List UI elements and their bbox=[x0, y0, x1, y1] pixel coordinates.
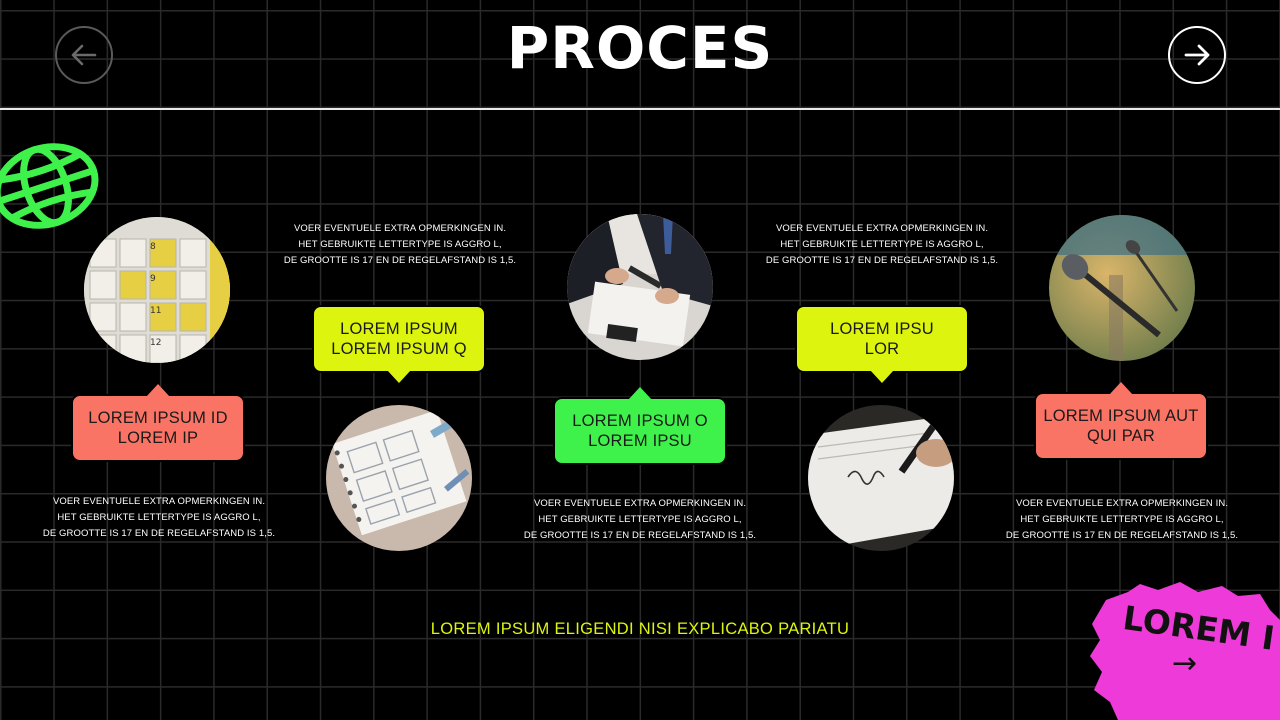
bubble-pointer bbox=[387, 370, 411, 383]
meeting-photo bbox=[567, 214, 713, 360]
step-5-label-line-1: LOREM IPSUM AUT bbox=[1043, 407, 1199, 425]
step-3-note: VOER EVENTUELE EXTRA OPMERKINGEN IN. HET… bbox=[523, 498, 757, 541]
calendar-photo: 8 9 11 12 bbox=[84, 217, 230, 363]
svg-text:9: 9 bbox=[150, 274, 156, 284]
step-5-note: VOER EVENTUELE EXTRA OPMERKINGEN IN. HET… bbox=[1005, 498, 1239, 541]
step-2-label-line-2: LOREM IPSUM Q bbox=[331, 340, 467, 358]
svg-text:12: 12 bbox=[150, 338, 161, 348]
step-4-label: LOREM IPSU LOR bbox=[795, 305, 969, 383]
globe-icon bbox=[0, 143, 99, 229]
svg-text:8: 8 bbox=[150, 242, 156, 252]
arrow-left-icon bbox=[71, 44, 97, 66]
next-slide-button[interactable] bbox=[1168, 26, 1226, 84]
step-4-note: VOER EVENTUELE EXTRA OPMERKINGEN IN. HET… bbox=[765, 223, 999, 266]
signing-photo bbox=[808, 405, 954, 551]
step-2-label-line-1: LOREM IPSUM bbox=[340, 320, 458, 338]
step-1-label: LOREM IPSUM ID LOREM IP bbox=[71, 384, 245, 462]
step-4-label-line-1: LOREM IPSU bbox=[830, 320, 934, 338]
step-4-label-line-2: LOR bbox=[864, 340, 900, 358]
page-title: PROCES bbox=[506, 14, 774, 82]
step-3-label-line-2: LOREM IPSU bbox=[588, 432, 692, 450]
step-5-label-line-2: QUI PAR bbox=[1086, 427, 1156, 445]
step-5-label: LOREM IPSUM AUT QUI PAR bbox=[1034, 382, 1208, 460]
bubble-pointer bbox=[870, 370, 894, 383]
step-3-label: LOREM IPSUM O LOREM IPSU bbox=[553, 387, 727, 465]
bubble-pointer bbox=[628, 387, 652, 400]
step-1-label-line-2: LOREM IP bbox=[117, 429, 199, 447]
sticker-arrow-icon: → bbox=[1172, 646, 1198, 681]
step-3-label-line-1: LOREM IPSUM O bbox=[572, 412, 708, 430]
footer-text: LOREM IPSUM ELIGENDI NISI EXPLICABO PARI… bbox=[430, 620, 850, 638]
previous-slide-button[interactable] bbox=[55, 26, 113, 84]
step-1-label-line-1: LOREM IPSUM ID bbox=[88, 409, 228, 427]
svg-text:11: 11 bbox=[150, 306, 161, 316]
step-2-note: VOER EVENTUELE EXTRA OPMERKINGEN IN. HET… bbox=[283, 223, 517, 266]
header-divider bbox=[0, 108, 1280, 110]
arrow-right-icon bbox=[1184, 44, 1210, 66]
sketchbook-photo bbox=[326, 405, 472, 551]
sticker-badge[interactable] bbox=[1088, 580, 1280, 720]
microphone-photo bbox=[1049, 215, 1195, 361]
bubble-pointer bbox=[1109, 382, 1133, 395]
step-1-note: VOER EVENTUELE EXTRA OPMERKINGEN IN. HET… bbox=[42, 496, 276, 539]
bubble-pointer bbox=[146, 384, 170, 397]
step-2-label: LOREM IPSUM LOREM IPSUM Q bbox=[312, 305, 486, 383]
